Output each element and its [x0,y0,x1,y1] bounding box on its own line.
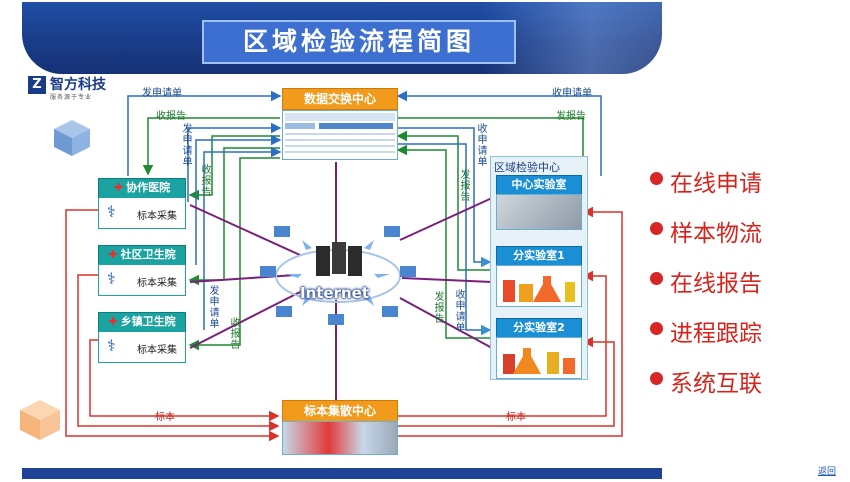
flow-v-receive-report-1: 收报告 [201,165,212,198]
hospital-2-sample: 标本采集 [137,278,177,289]
decorative-cube-orange-icon [20,400,60,440]
back-link[interactable]: 返回 [818,467,837,477]
lab-central-title: 中心实验室 [496,175,582,195]
hospital-3-name: 乡镇卫生院 [120,315,176,328]
logo-name: 智方科技 [50,77,106,93]
logo-mark: Z [28,76,46,94]
flow-v-receive-request-2: 收申请单 [455,290,466,334]
data-exchange-title: 数据交换中心 [282,88,398,110]
footer-bar [22,468,662,479]
flow-v-send-request-2: 发申请单 [209,286,220,330]
hospital-3-panel: ⚕ 标本采集 [98,331,186,363]
lab-branch-2-title: 分实验室2 [496,318,582,338]
hospital-2-name: 社区卫生院 [120,248,176,261]
company-logo: Z 智方科技 服务源于专业 [28,74,120,104]
hospital-3-sample: 标本采集 [137,345,177,356]
red-cross-icon: ✚ [108,315,118,328]
flow-send-report-right: 发报告 [556,111,586,122]
flow-specimen-right: 标本 [506,412,526,423]
data-exchange-screenshot [282,110,398,160]
page-title: 区域检验流程简图 [202,20,516,64]
hospital-1-panel: ⚕ 标本采集 [98,197,186,229]
flow-specimen-left: 标本 [155,412,175,423]
flask-icon [503,276,575,302]
flask-icon [503,348,575,374]
bullet-dot-icon [650,172,663,185]
lab-branch-2-photo [496,337,582,379]
hospital-1-name: 协作医院 [126,181,171,194]
red-cross-icon: ✚ [113,181,124,194]
server-network-icon [260,226,416,325]
nurse-icon: ⚕ [107,269,116,288]
header-banner: 区域检验流程简图 [22,2,662,74]
bullet-text: 系统互联 [670,371,762,397]
hospital-2-panel: ⚕ 标本采集 [98,264,186,296]
flow-v-send-report-1: 发报告 [460,170,471,203]
bullet-text: 在线报告 [670,271,762,297]
nurse-icon: ⚕ [107,202,116,221]
bullet-text: 在线申请 [670,171,762,197]
lab-branch-1-title: 分实验室1 [496,246,582,266]
logo-slogan: 服务源于专业 [50,94,93,101]
red-cross-icon: ✚ [108,248,118,261]
bullet-text: 进程跟踪 [670,321,762,347]
hospital-1-title: ✚协作医院 [98,178,186,198]
internet-label: Internet [300,284,370,302]
flow-send-request-left: 发申请单 [142,88,182,99]
flow-v-receive-request-1: 收申请单 [477,124,488,168]
bullet-dot-icon [650,372,663,385]
bullet-dot-icon [650,272,663,285]
regional-lab-title: 区域检验中心 [494,161,560,174]
flow-v-send-request-1: 发申请单 [182,124,193,168]
collection-center-title: 标本集散中心 [282,400,398,422]
flow-v-send-report-2: 发报告 [434,292,445,325]
flow-v-receive-report-2: 收报告 [230,318,241,351]
decorative-cube-icon [54,120,90,156]
flow-receive-request-right: 收申请单 [552,88,592,99]
nurse-icon: ⚕ [107,336,116,355]
flow-receive-report-left: 收报告 [156,111,186,122]
hospital-1-sample: 标本采集 [137,211,177,222]
hospital-2-title: ✚社区卫生院 [98,245,186,265]
internet-cluster: Internet [258,218,418,336]
collection-center-photo [282,421,398,455]
bullet-dot-icon [650,322,663,335]
bullet-text: 样本物流 [670,221,762,247]
lab-central-photo [496,194,582,230]
hospital-3-title: ✚乡镇卫生院 [98,312,186,332]
bullet-dot-icon [650,222,663,235]
lab-branch-1-photo [496,265,582,307]
